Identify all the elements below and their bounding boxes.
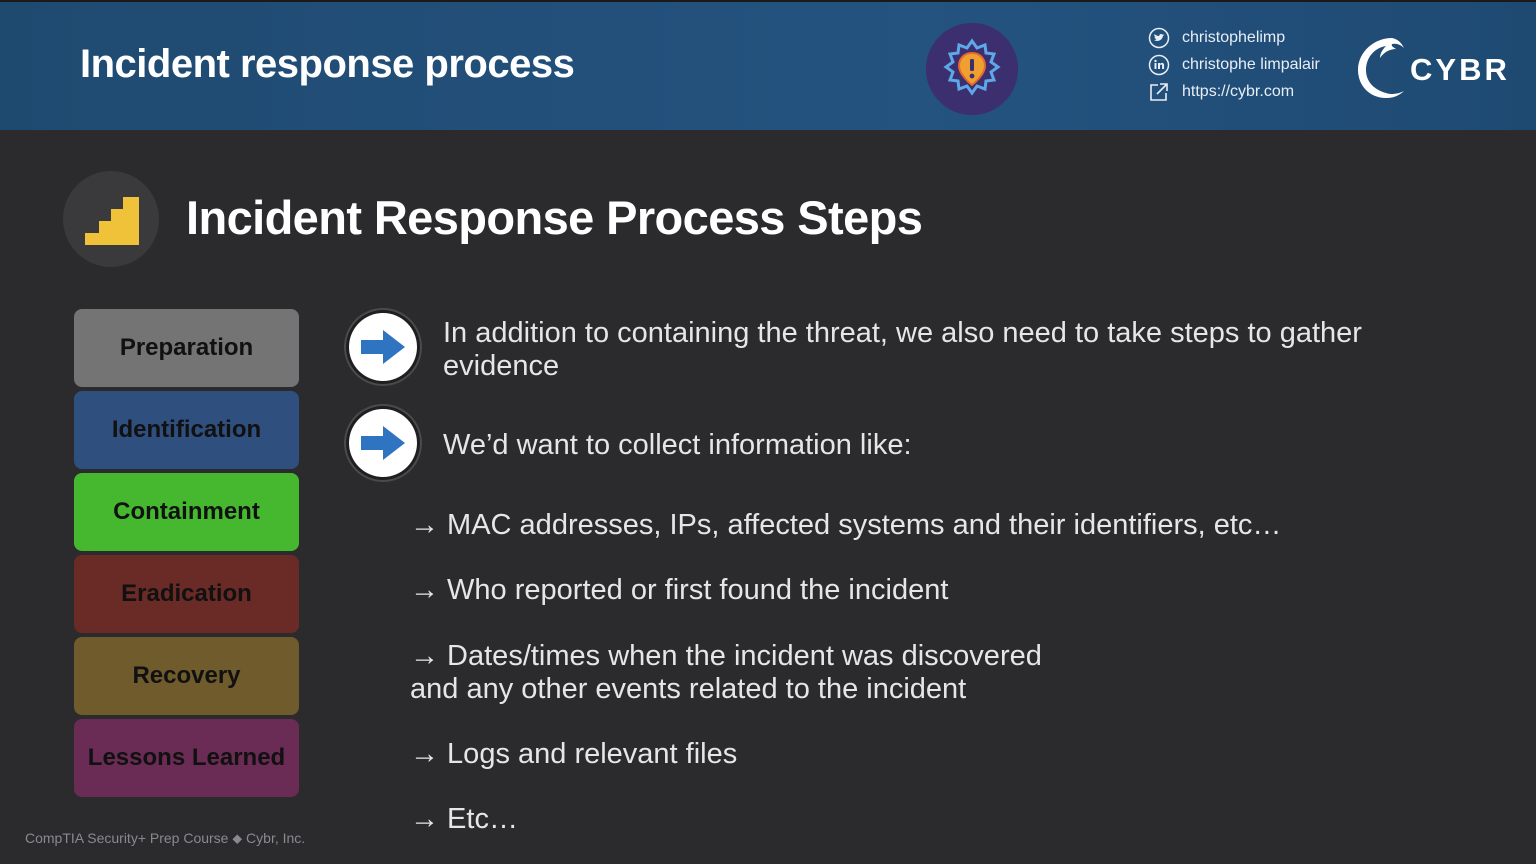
social-website[interactable]: https://cybr.com [1148,81,1294,103]
bullet-text: We’d want to collect information like: [443,429,912,461]
section-title: Incident Response Process Steps [186,191,923,244]
sub-item: → Who reported or first found the incide… [410,574,949,606]
sub-item: → Etc… [410,803,518,835]
process-steps: Preparation Identification Containment E… [74,309,299,801]
twitter-icon [1148,27,1170,49]
sub-item: → MAC addresses, IPs, affected systems a… [410,509,1282,541]
footer-credit: CompTIA Security+ Prep Course ⬥ Cybr, In… [25,830,306,846]
step-identification: Identification [74,391,299,469]
sub-item: → Logs and relevant files [410,738,738,770]
linkedin-name: christophe limpalair [1182,56,1320,73]
website-link: https://cybr.com [1182,83,1295,100]
twitter-handle: christophelimp [1182,29,1286,46]
bullet-text: In addition to containing the threat, we… [443,317,1362,382]
social-linkedin[interactable]: christophe limpalair [1148,54,1320,76]
step-recovery: Recovery [74,637,299,715]
step-eradication: Eradication [74,555,299,633]
external-link-icon [1150,83,1168,101]
brand-logo: CYBR [1352,32,1512,102]
stairs-icon [63,171,159,267]
header-title: Incident response process [80,42,575,86]
phoenix-logo-icon [1358,38,1404,98]
step-preparation: Preparation [74,309,299,387]
step-containment: Containment [74,473,299,551]
sub-item: → Dates/times when the incident was disc… [410,640,1042,672]
social-twitter[interactable]: christophelimp [1148,27,1285,49]
arrow-right-icon [349,313,417,381]
arrow-right-icon [349,409,417,477]
linkedin-icon [1148,54,1170,76]
step-lessons-learned: Lessons Learned [74,719,299,797]
header-bar: Incident response process christophelimp… [0,0,1536,130]
sub-item-continuation: and any other events related to the inci… [410,673,967,705]
brand-name: CYBR [1410,52,1510,87]
gear-alert-icon [926,23,1018,115]
